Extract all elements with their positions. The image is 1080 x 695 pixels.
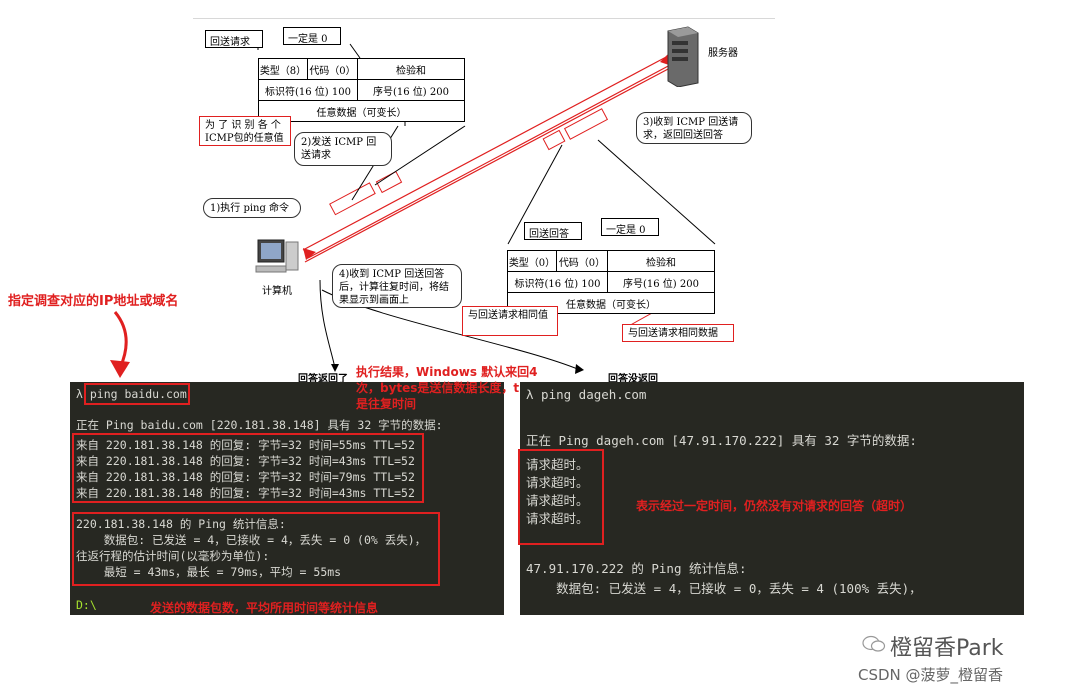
req-code-field: 代码（0） bbox=[307, 58, 358, 80]
command-highlight bbox=[84, 383, 190, 405]
terminal-header: 正在 Ping dageh.com [47.91.170.222] 具有 32 … bbox=[526, 430, 917, 449]
rep-same-value-note: 与回送请求相同值 bbox=[462, 306, 558, 336]
rep-header-label: 回送回答 bbox=[524, 222, 582, 240]
computer-label: 计算机 bbox=[262, 282, 292, 297]
req-type-field: 类型（8） bbox=[258, 58, 308, 80]
stats-highlight bbox=[72, 512, 440, 586]
rep-sequence-field: 序号(16 位) 200 bbox=[607, 271, 715, 293]
req-any-value-note: 为 了 识 别 各 个 ICMP包的任意值 bbox=[199, 116, 291, 146]
computer-icon bbox=[254, 236, 306, 276]
req-header-label: 回送请求 bbox=[205, 30, 263, 48]
specify-target-annotation: 指定调查对应的IP地址或域名 bbox=[8, 290, 178, 309]
rep-same-data-note: 与回送请求相同数据 bbox=[622, 324, 734, 342]
rep-code-field: 代码（0） bbox=[556, 250, 608, 272]
brand-watermark: 橙留香Park bbox=[890, 630, 1004, 662]
req-identifier-field: 标识符(16 位) 100 bbox=[258, 79, 358, 101]
replies-highlight bbox=[72, 433, 424, 503]
req-code-note: 一定是 0 bbox=[283, 27, 341, 45]
rep-checksum-field: 检验和 bbox=[607, 250, 715, 272]
terminal-command: λ ping dageh.com bbox=[526, 387, 646, 402]
terminal-stats-line: 47.91.170.222 的 Ping 统计信息: bbox=[526, 558, 747, 577]
stats-annotation: 发送的数据包数，平均所用时间等统计信息 bbox=[150, 599, 378, 616]
timeout-annotation: 表示经过一定时间，仍然没有对请求的回答（超时） bbox=[636, 497, 912, 514]
packet-in-transit bbox=[565, 109, 608, 139]
rep-identifier-field: 标识符(16 位) 100 bbox=[507, 271, 608, 293]
terminal-header: 正在 Ping baidu.com [220.181.38.148] 具有 32… bbox=[76, 417, 443, 433]
timeouts-highlight bbox=[518, 449, 604, 545]
server-label: 服务器 bbox=[708, 44, 738, 59]
step4-note: 4)收到 ICMP 回送回答后，计算往复时间，将结果显示到画面上 bbox=[332, 264, 462, 308]
step1-note: 1)执行 ping 命令 bbox=[203, 198, 301, 218]
rep-type-field: 类型（0） bbox=[507, 250, 557, 272]
terminal-prompt: D:\ bbox=[76, 598, 97, 612]
terminal-stats-line: 数据包: 已发送 = 4，已接收 = 0，丢失 = 4 (100% 丢失)， bbox=[526, 578, 922, 597]
step3-note: 3)收到 ICMP 回送请求，返回回送回答 bbox=[636, 112, 752, 144]
server-icon bbox=[664, 25, 702, 87]
wechat-icon bbox=[862, 634, 886, 654]
csdn-watermark: CSDN @菠萝_橙留香 bbox=[858, 664, 1003, 685]
req-checksum-field: 检验和 bbox=[357, 58, 465, 80]
rep-code-note: 一定是 0 bbox=[601, 218, 659, 236]
result-annotation: 执行结果，Windows 默认来回4次，bytes是送信数据长度，time是往复… bbox=[356, 364, 546, 412]
step2-note: 2)发送 ICMP 回送请求 bbox=[294, 132, 392, 166]
req-sequence-field: 序号(16 位) 200 bbox=[357, 79, 465, 101]
